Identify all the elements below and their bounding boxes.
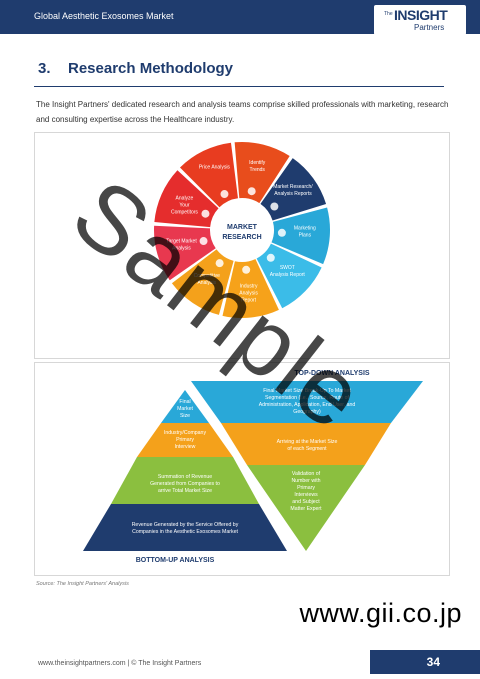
page-number-bar: 34 <box>370 650 480 674</box>
pyramid-label: Validation of <box>292 471 321 477</box>
wheel-center-line2: RESEARCH <box>222 234 261 241</box>
wheel-segment-icon <box>247 187 256 196</box>
logo-the: The <box>384 11 393 17</box>
wheel-center-line1: MARKET <box>227 224 258 231</box>
page-number: 34 <box>426 655 440 669</box>
header-bar: Global Aesthetic Exosomes Market The INS… <box>0 0 480 35</box>
wheel-segment-label: Market Research/ <box>273 184 313 190</box>
section-rule <box>34 86 444 87</box>
wheel-segment-label: SWOT <box>280 265 295 271</box>
wheel-segment-icon <box>277 228 286 237</box>
wheel-segment <box>271 207 330 265</box>
wheel-segment <box>234 142 290 204</box>
wheel-segment-label: Marketing <box>294 225 316 231</box>
inverted-level-3 <box>247 465 365 551</box>
wheel-segment-label: Analysis Reports <box>274 191 312 197</box>
wheel-segment-icon <box>270 202 279 211</box>
report-title: Global Aesthetic Exosomes Market <box>34 11 174 21</box>
pyramid-label: Revenue Generated by the Service Offered… <box>132 522 239 528</box>
pyramid-label: Final Market Size Break-Up To Market <box>263 388 351 394</box>
pyramid-label: Generated from Companies to <box>150 481 220 487</box>
pyramid-label: Primary <box>176 437 194 443</box>
pyramid-level-1 <box>161 390 209 423</box>
gii-url: www.gii.co.jp <box>299 598 462 628</box>
pyramid-label: Matter Expert <box>290 506 322 512</box>
wheel-segment-icon <box>220 190 229 199</box>
wheel-segment-icon <box>215 259 224 268</box>
wheel-segment-label: Target Market <box>166 238 197 244</box>
section-title: Research Methodology <box>68 60 234 77</box>
wheel-segment-icon <box>199 237 208 246</box>
pyramid-label: Primary <box>297 485 315 491</box>
pyramid-label: and Subject <box>292 499 320 505</box>
inverted-level-2 <box>221 423 391 465</box>
wheel-segment-label: Trends <box>250 167 266 173</box>
wheel-segment-label: Analysis Report <box>270 272 306 278</box>
wheel-segment <box>222 259 279 318</box>
pyramid-level-3 <box>111 457 259 504</box>
wheel-segment-label: Industry <box>240 284 258 290</box>
wheel-segment-label: Analyze <box>176 195 194 201</box>
wheel-segment-label: Plans <box>299 232 312 238</box>
section-heading: 3. Research Methodology <box>38 60 233 77</box>
wheel-segment-icon <box>266 253 275 262</box>
wheel-center <box>212 200 272 260</box>
wheel-segment-label: Report <box>241 298 257 304</box>
pyramid-label: Interview <box>175 444 196 450</box>
pyramid-level-4 <box>83 504 287 551</box>
logo-insight: INSIGHT <box>394 7 448 23</box>
section-number: 3. <box>38 60 51 77</box>
footer-text: www.theinsightpartners.com | © The Insig… <box>38 660 202 667</box>
pyramid-label: Number with <box>291 478 320 484</box>
pyramid-label: of each Segment <box>287 446 327 452</box>
wheel-segment-icon <box>242 265 251 274</box>
analysis-pyramid: TOP-DOWN ANALYSIS FinalMarketSizeIndustr… <box>83 370 423 564</box>
wheel-segment-label: Analysis <box>197 280 216 286</box>
pyramid-label: Geography) <box>293 409 321 415</box>
pyramid-label: Arriving at the Market Size <box>277 439 338 445</box>
insight-partners-logo: The INSIGHT Partners <box>374 5 466 35</box>
intro-paragraph: The Insight Partners' dedicated research… <box>36 100 449 124</box>
wheel-segment-label: Analysis <box>239 291 258 297</box>
pyramid-label: Final <box>179 399 190 405</box>
inverted-level-1 <box>191 381 423 423</box>
pyramid-label: Companies in the Aesthetic Exosomes Mark… <box>132 529 238 535</box>
pyramid-label: arrive Total Market Size <box>158 488 212 494</box>
wheel-segment-label: Competitors <box>171 209 198 215</box>
pyramid-level-2 <box>137 423 233 457</box>
pyramid-label: Summation of Revenue <box>158 474 212 480</box>
logo-partners: Partners <box>414 23 445 32</box>
wheel-segment-label: Your <box>179 202 189 208</box>
pyramid-label: Segmentation (i.e., Source, Route of <box>265 395 349 401</box>
wheel-segment-icon <box>201 209 210 218</box>
pyramid-label: Interviews <box>294 492 318 498</box>
pyramid-label: Size <box>180 413 190 419</box>
wheel-segment-label: Analysis <box>172 245 191 251</box>
wheel-segment-label: Price Analysis <box>199 164 231 170</box>
bottom-up-label: BOTTOM-UP ANALYSIS <box>136 557 215 564</box>
pyramid-label: Industry/Company <box>164 430 207 436</box>
pyramid-label: Administration, Application, End User, a… <box>259 402 356 408</box>
top-down-label: TOP-DOWN ANALYSIS <box>294 370 370 377</box>
source-note: Source: The Insight Partners' Analysis <box>36 581 129 587</box>
wheel-segment-label: Competitive <box>194 273 221 279</box>
wheel-segment-label: Identify <box>249 160 266 166</box>
pyramid-label: Market <box>177 406 193 412</box>
